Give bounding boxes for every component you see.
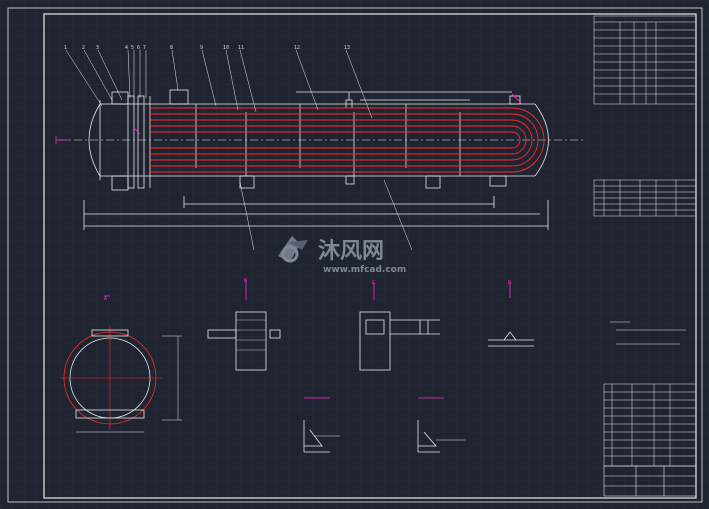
watermark-cn: 沐风网 (318, 239, 384, 264)
detail-b-label: B (244, 278, 247, 284)
technical-notes (610, 321, 686, 345)
balloon-5: 5 (131, 45, 134, 51)
balloon-7: 7 (143, 45, 146, 51)
balloon-8: 8 (170, 45, 173, 51)
section-markers (55, 93, 523, 399)
balloon-numbers: 1 2 3 4 5 6 7 8 9 10 11 12 13 (64, 45, 350, 51)
weld-detail-right (417, 420, 466, 453)
section-a-label: A (104, 296, 107, 302)
detail-c-label: C (372, 280, 375, 286)
balloon-6: 6 (137, 45, 140, 51)
section-a-view (60, 326, 182, 433)
nozzle-table (593, 179, 697, 217)
design-data-table (593, 15, 697, 105)
balloon-3: 3 (96, 45, 99, 51)
title-block (603, 465, 697, 497)
watermark-url: www.mfcad.com (323, 265, 406, 275)
detail-d-label: D (508, 280, 511, 286)
balloon-2: 2 (82, 45, 85, 51)
balloon-9: 9 (200, 45, 203, 51)
balloon-4: 4 (125, 45, 128, 51)
tube-bundle (150, 107, 545, 173)
balloon-12: 12 (294, 45, 300, 51)
inner-frame (43, 13, 697, 499)
balloon-1: 1 (64, 45, 67, 51)
watermark-logo-icon (278, 236, 308, 263)
detail-d-view (488, 331, 534, 347)
detail-b-view (207, 311, 281, 371)
balloon-13: 13 (344, 45, 350, 51)
balloon-11: 11 (238, 45, 244, 51)
watermark: 沐风网 www.mfcad.com (278, 236, 406, 275)
balloon-leaders (65, 49, 413, 251)
main-elevation-view (58, 89, 585, 230)
balloon-10: 10 (223, 45, 229, 51)
outer-frame (7, 7, 703, 503)
detail-c-view (359, 311, 440, 371)
weld-detail-left (303, 420, 340, 453)
